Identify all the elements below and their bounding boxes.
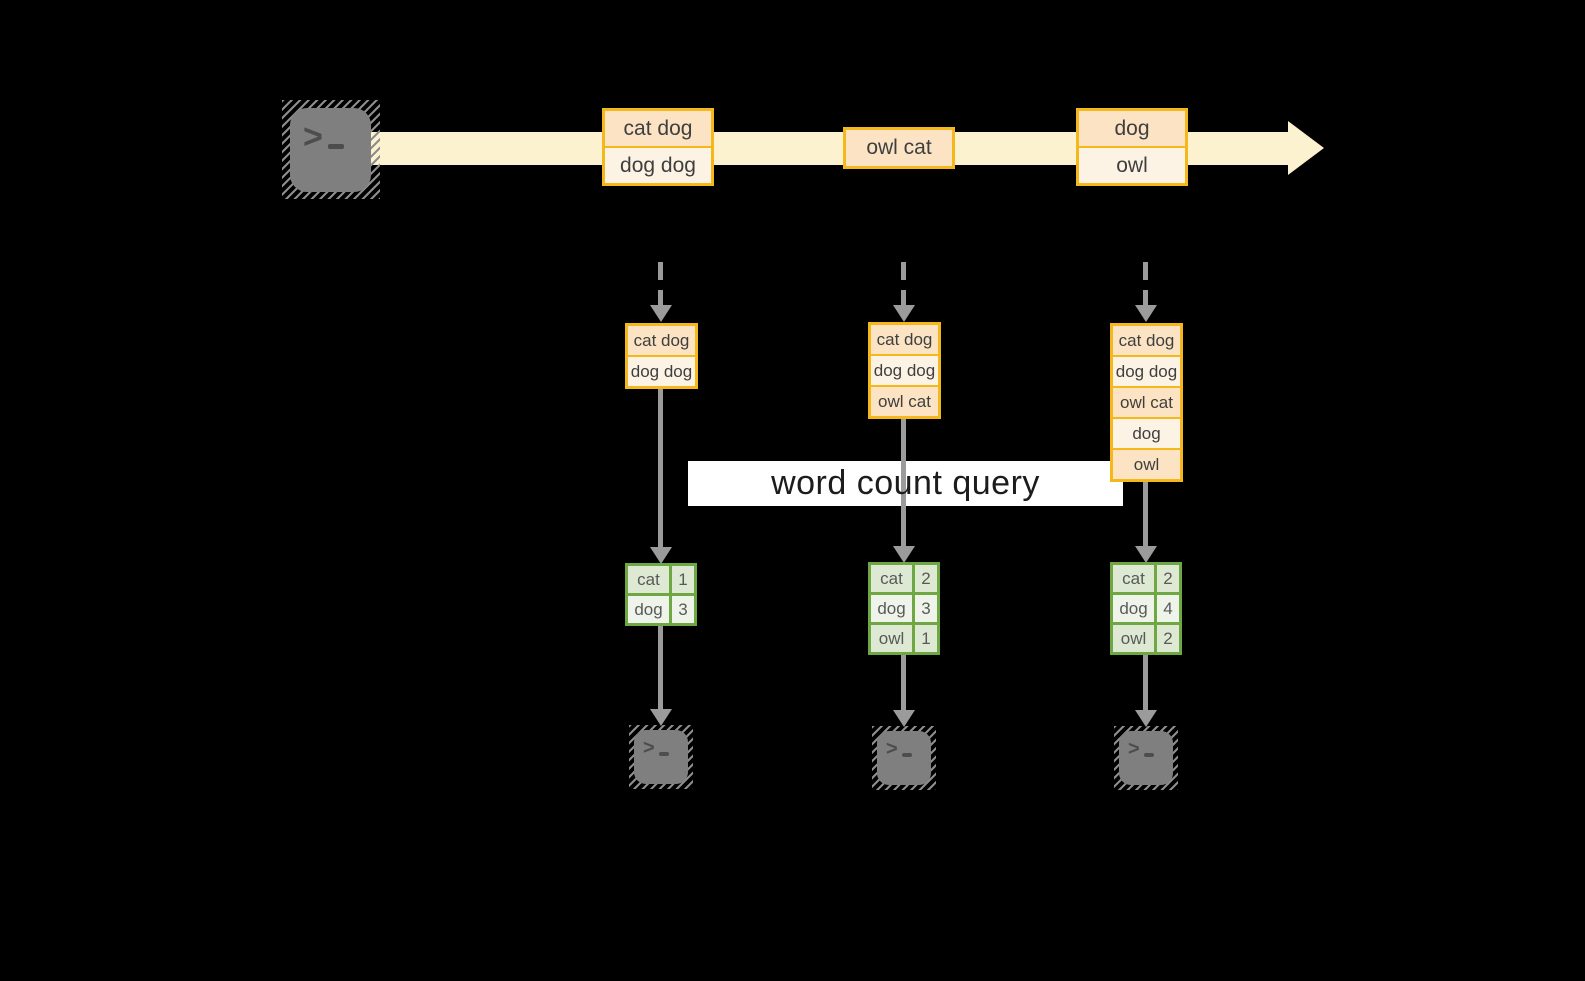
stream-event-line: dog: [1079, 111, 1185, 146]
word-cell: dog: [628, 596, 669, 623]
dashed-arrowhead-icon: [650, 305, 672, 322]
terminal-screen: >: [877, 731, 931, 785]
buffered-event-line: cat dog: [628, 326, 695, 355]
buffered-event-line: dog dog: [871, 356, 938, 385]
output-terminal-icon: >: [629, 725, 693, 789]
flow-arrowhead-icon: [1135, 710, 1157, 727]
source-terminal-icon: >: [282, 100, 380, 199]
word-cell: cat: [628, 566, 669, 593]
count-cell: 2: [1157, 565, 1179, 592]
count-cell: 3: [915, 595, 937, 622]
stream-event-box: dog owl: [1076, 108, 1188, 186]
count-cell: 1: [915, 625, 937, 652]
count-cell: 1: [672, 566, 694, 593]
stream-event-line: cat dog: [605, 111, 711, 146]
stream-event-line: owl cat: [846, 130, 952, 166]
buffered-event-line: dog dog: [628, 357, 695, 386]
count-cell: 3: [672, 596, 694, 623]
flow-arrowhead-icon: [650, 547, 672, 564]
terminal-prompt-icon: >: [643, 738, 669, 758]
stream-event-box: owl cat: [843, 127, 955, 169]
dashed-arrowhead-icon: [1135, 305, 1157, 322]
word-count-table: cat 2 dog 3 owl 1: [868, 562, 940, 655]
word-cell: cat: [871, 565, 912, 592]
buffered-event-line: dog: [1113, 419, 1180, 448]
stream-event-line: dog dog: [605, 148, 711, 183]
flow-arrow: [901, 655, 906, 710]
buffered-event-line: dog dog: [1113, 357, 1180, 386]
word-cell: cat: [1113, 565, 1154, 592]
terminal-screen: >: [1119, 731, 1173, 785]
flow-arrow: [658, 626, 663, 709]
flow-arrow: [1143, 655, 1148, 710]
buffered-events-box: cat dog dog dog owl cat: [868, 322, 941, 419]
prompt-chevron: >: [886, 738, 898, 760]
terminal-screen: >: [290, 108, 371, 192]
dashed-arrow: [901, 262, 906, 306]
prompt-cursor: [658, 752, 669, 756]
terminal-prompt-icon: >: [1128, 739, 1154, 759]
word-cell: dog: [871, 595, 912, 622]
count-cell: 4: [1157, 595, 1179, 622]
word-cell: owl: [1113, 625, 1154, 652]
prompt-cursor: [1143, 753, 1154, 757]
stream-event-line: owl: [1079, 148, 1185, 183]
query-banner-label: word count query: [771, 464, 1040, 502]
flow-arrowhead-icon: [1135, 546, 1157, 563]
buffered-event-line: cat dog: [871, 325, 938, 354]
dashed-arrow: [1143, 262, 1148, 306]
flow-arrowhead-icon: [650, 709, 672, 726]
word-cell: dog: [1113, 595, 1154, 622]
prompt-cursor: [327, 144, 344, 149]
prompt-cursor: [901, 753, 912, 757]
word-cell: owl: [871, 625, 912, 652]
terminal-screen: >: [634, 730, 688, 784]
output-terminal-icon: >: [872, 726, 936, 790]
buffered-event-line: owl cat: [871, 387, 938, 416]
output-terminal-icon: >: [1114, 726, 1178, 790]
dashed-arrowhead-icon: [893, 305, 915, 322]
buffered-event-line: owl: [1113, 450, 1180, 479]
word-count-table: cat 2 dog 4 owl 2: [1110, 562, 1182, 655]
dashed-arrow: [658, 262, 663, 306]
prompt-chevron: >: [303, 118, 323, 156]
flow-arrow: [658, 389, 663, 547]
prompt-chevron: >: [643, 737, 655, 759]
terminal-prompt-icon: >: [303, 120, 344, 154]
count-cell: 2: [915, 565, 937, 592]
stream-arrowhead-icon: [1288, 121, 1324, 175]
buffered-event-line: cat dog: [1113, 326, 1180, 355]
flow-arrow: [1143, 482, 1148, 546]
terminal-prompt-icon: >: [886, 739, 912, 759]
buffered-events-box: cat dog dog dog owl cat dog owl: [1110, 323, 1183, 482]
prompt-chevron: >: [1128, 738, 1140, 760]
flow-arrowhead-icon: [893, 546, 915, 563]
count-cell: 2: [1157, 625, 1179, 652]
buffered-event-line: owl cat: [1113, 388, 1180, 417]
flow-arrow: [901, 419, 906, 546]
buffered-events-box: cat dog dog dog: [625, 323, 698, 389]
stream-event-box: cat dog dog dog: [602, 108, 714, 186]
word-count-table: cat 1 dog 3: [625, 563, 697, 626]
flow-arrowhead-icon: [893, 710, 915, 727]
